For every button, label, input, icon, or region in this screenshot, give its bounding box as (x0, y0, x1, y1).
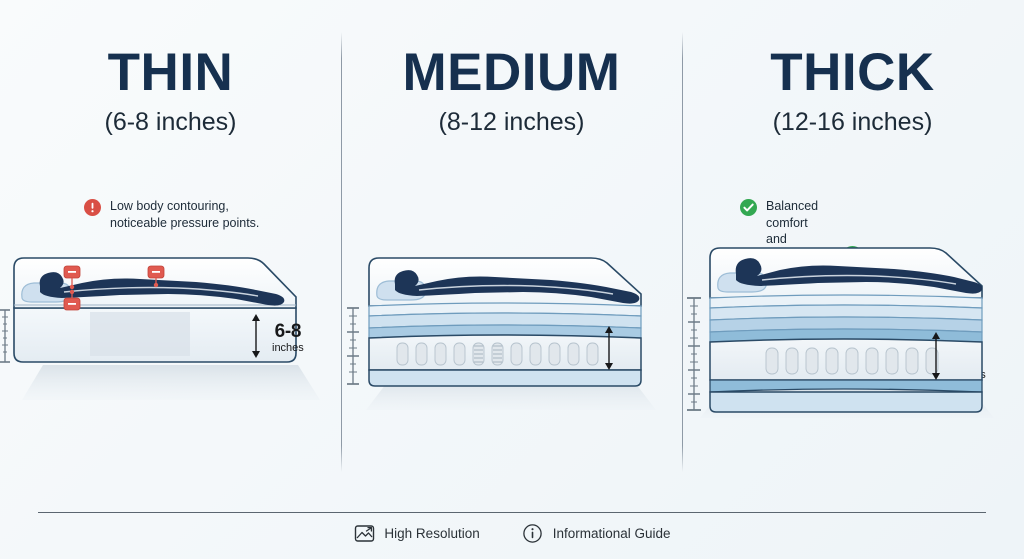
footer-divider (38, 512, 986, 513)
panel-title-thick: THICK (770, 43, 935, 102)
footer-label-high-resolution: High Resolution (384, 525, 480, 541)
body-silhouette (39, 272, 285, 306)
mattress-shadow (366, 380, 656, 410)
base-layer-2 (709, 391, 983, 413)
mattress-shadow (22, 365, 320, 400)
panel-thin: THIN (6-8 inches) Low body contouring, n… (0, 0, 341, 559)
panel-medium: MEDIUM (8-12 inches) (341, 0, 986, 559)
pressure-marker-1 (63, 265, 81, 290)
height-ruler (687, 297, 701, 411)
note-thin: Low body contouring, noticeable pressure… (84, 198, 259, 231)
pressure-marker-2 (147, 265, 165, 288)
panel-subtitle-medium: (8-12 inches) (438, 108, 585, 136)
mattress-illustration-thin (0, 250, 341, 425)
exclamation-circle-icon (84, 199, 101, 216)
dimension-arrow (252, 314, 260, 358)
footer: High Resolution Informational Guide (0, 522, 1024, 544)
coil-core (368, 334, 642, 371)
mattress-illustration-thick (682, 236, 1023, 418)
dimension-label-thin: 6-8 inches (272, 322, 304, 354)
dimension-arrow (605, 326, 613, 370)
image-resolution-icon (353, 522, 375, 544)
height-ruler (347, 307, 359, 385)
panel-subtitle-thick: (12-16 inches) (772, 108, 933, 136)
height-ruler (0, 309, 10, 363)
mattress-illustration-medium (341, 250, 682, 425)
dimension-value-thin: 6-8 (274, 321, 302, 342)
coil-springs (765, 347, 939, 375)
coil-spring-detail (474, 345, 502, 363)
panel-thick: THICK (12-16 inches) (682, 0, 1023, 559)
base-layer (368, 369, 642, 387)
panel-title-medium: MEDIUM (402, 43, 621, 102)
panel-divider-1 (341, 32, 342, 472)
footer-item-informational-guide: Informational Guide (522, 522, 671, 544)
panel-divider-2 (682, 32, 683, 472)
dimension-unit-thin: inches (272, 342, 304, 354)
dimension-arrow (932, 332, 940, 380)
note-text-thin: Low body contouring, noticeable pressure… (110, 199, 260, 230)
panel-title-thin: THIN (107, 43, 234, 102)
body-silhouette (394, 270, 640, 304)
check-circle-icon (740, 199, 757, 216)
pressure-marker-3 (63, 289, 81, 311)
info-circle-icon (522, 522, 544, 544)
panel-subtitle-thin: (6-8 inches) (104, 108, 237, 136)
footer-label-informational-guide: Informational Guide (552, 525, 671, 541)
footer-item-high-resolution: High Resolution (353, 522, 480, 544)
